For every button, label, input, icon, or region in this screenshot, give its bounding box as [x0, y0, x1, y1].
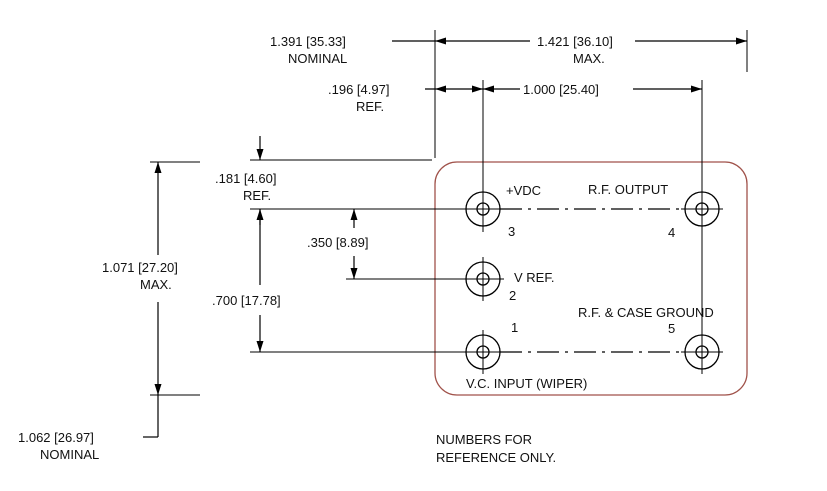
pin-1-number: 1: [511, 320, 518, 335]
dim-pin-offset-ref-label: REF.: [356, 99, 384, 114]
dim-overall-width-max-label: MAX.: [573, 51, 605, 66]
pin-1: [462, 330, 504, 374]
pin-4-number: 4: [668, 225, 675, 240]
dim-overall-height-nominal-label: NOMINAL: [40, 447, 99, 462]
center-lines: [500, 208, 703, 353]
dim-pin-spacing-small-value: .350 [8.89]: [307, 235, 368, 250]
pin-5-number: 5: [668, 321, 675, 336]
pin-3-number: 3: [508, 224, 515, 239]
dim-overall-height-max-value: 1.071 [27.20]: [102, 260, 178, 275]
pin-4: [681, 80, 723, 232]
note-line-2: REFERENCE ONLY.: [436, 450, 556, 465]
dim-pin-spacing-y: [256, 209, 264, 352]
note-line-1: NUMBERS FOR: [436, 432, 532, 447]
dim-overall-height: [143, 162, 162, 438]
dim-pin-spacing-small: [350, 209, 358, 279]
pin-1-name: V.C. INPUT (WIPER): [466, 376, 587, 391]
dim-pin-offset-ref-value: .196 [4.97]: [328, 82, 389, 97]
pin-5: [681, 330, 723, 374]
dim-overall-width-nominal-label: NOMINAL: [288, 51, 347, 66]
dim-overall-width: [392, 37, 747, 45]
dim-top-offset-ref-label: REF.: [243, 188, 271, 203]
pin-3-name: +VDC: [506, 183, 541, 198]
dim-overall-width-max-value: 1.421 [36.10]: [537, 34, 613, 49]
dim-overall-width-nominal-value: 1.391 [35.33]: [270, 34, 346, 49]
dim-top-offset-ref-value: .181 [4.60]: [215, 171, 276, 186]
pin-2: [462, 257, 504, 301]
pin-3: [462, 80, 504, 232]
dim-overall-height-nominal-value: 1.062 [26.97]: [18, 430, 94, 445]
pin-4-name: R.F. OUTPUT: [588, 182, 668, 197]
dim-pin-spacing-y-value: .700 [17.78]: [212, 293, 281, 308]
dim-overall-height-max-label: MAX.: [140, 277, 172, 292]
pin-5-name: R.F. & CASE GROUND: [578, 305, 714, 320]
dim-pin-offsets: [425, 85, 702, 93]
dim-pin-spacing-x-value: 1.000 [25.40]: [523, 82, 599, 97]
pin-2-name: V REF.: [514, 270, 554, 285]
pin-2-number: 2: [509, 288, 516, 303]
